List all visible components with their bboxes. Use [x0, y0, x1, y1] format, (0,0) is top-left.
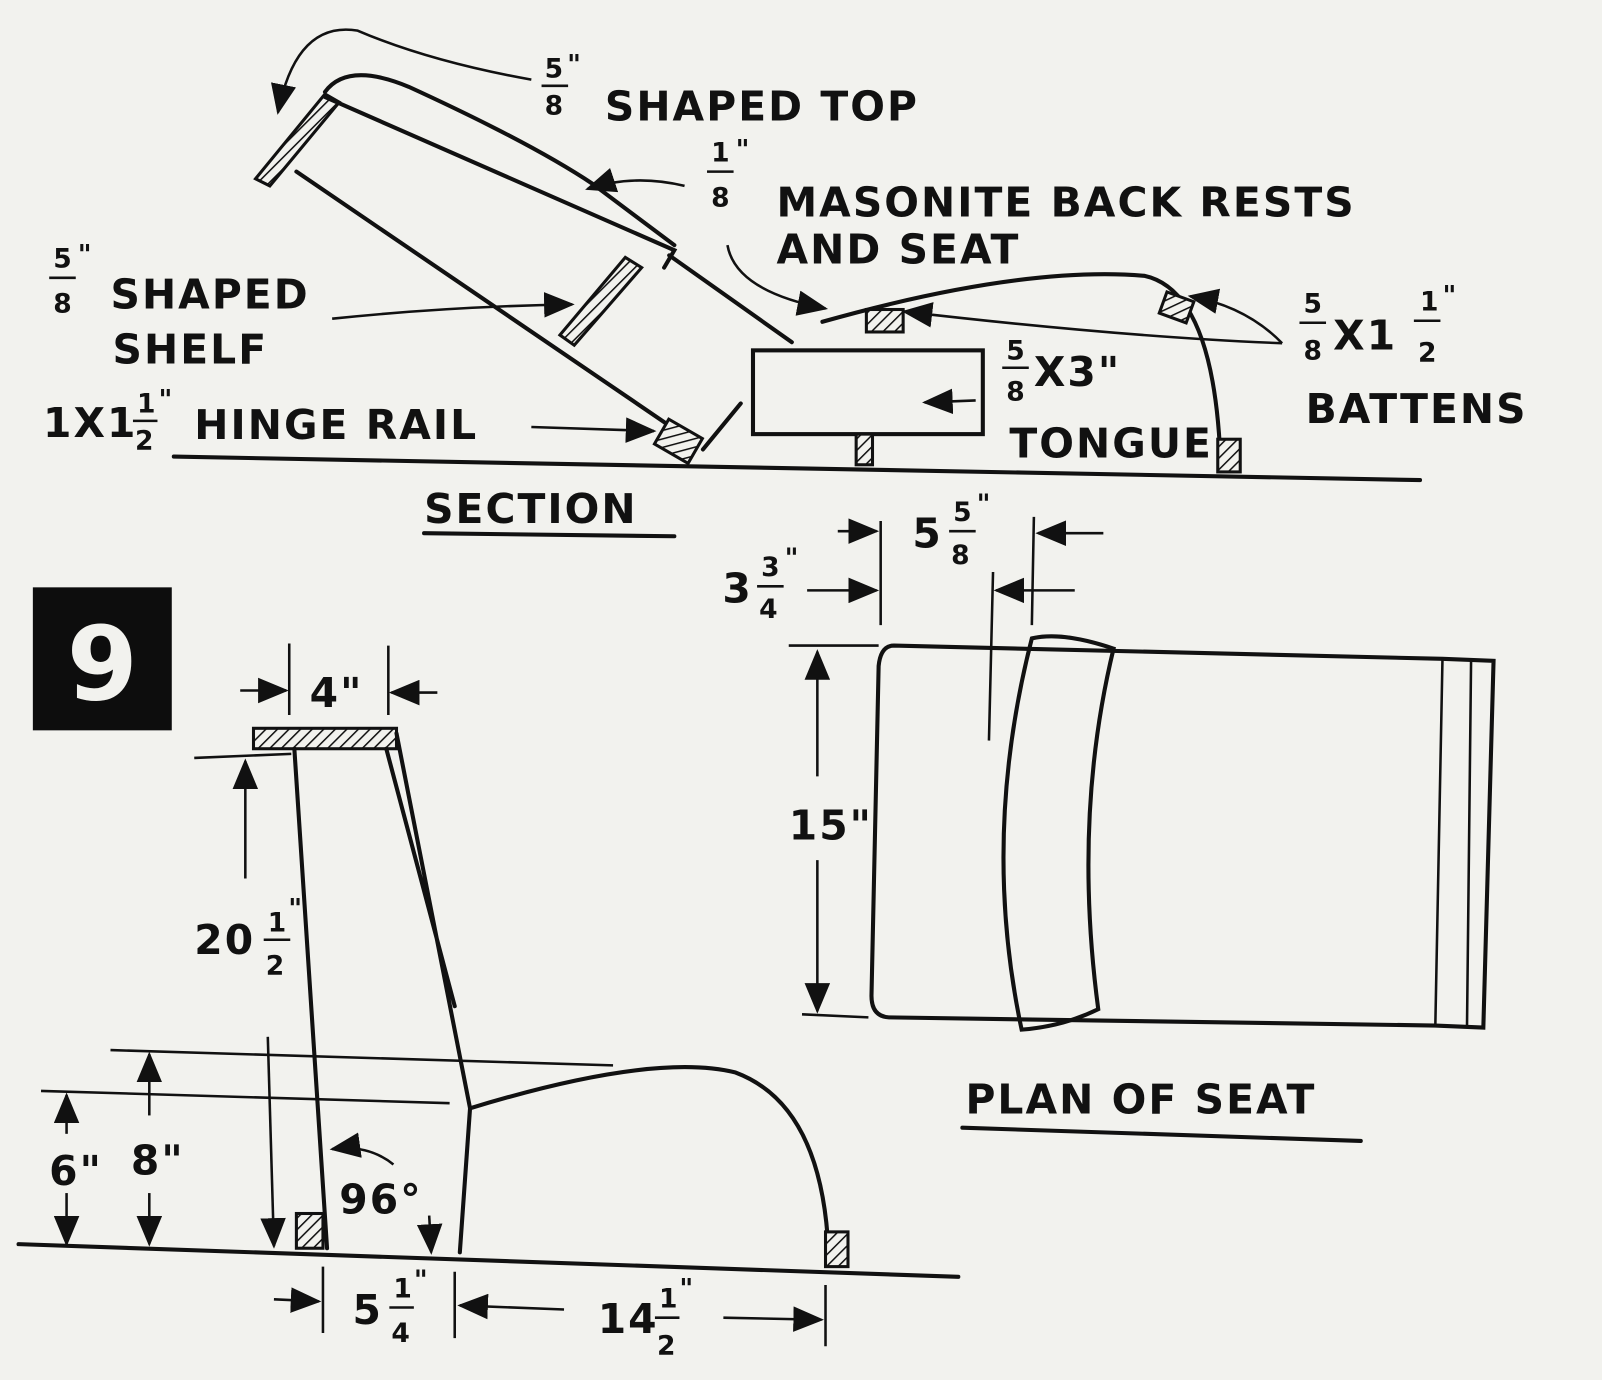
- fraction-den: 4: [759, 594, 777, 625]
- fraction-den: 4: [391, 1318, 409, 1349]
- label-battens: 5 8 X1 1 2 " BATTENS: [1299, 280, 1528, 433]
- fraction-den2: 2: [1418, 338, 1436, 369]
- plan-of-seat: 3 3 4 " 5 5 8 " 15" PLAN OF SEAT: [722, 489, 1496, 1144]
- fraction-num: 1: [659, 1283, 677, 1314]
- rear-post: [1216, 437, 1242, 474]
- unit: ": [78, 240, 92, 271]
- fraction-den: 8: [951, 540, 969, 571]
- plan-title-underline: [960, 1125, 1363, 1144]
- fraction-num: 5: [53, 244, 71, 275]
- fraction-den: 8: [1304, 336, 1322, 367]
- label-text: TONGUE: [1009, 420, 1213, 468]
- seat-outline: [869, 643, 1496, 1030]
- section-title: SECTION: [424, 485, 638, 533]
- tongue-post: [854, 432, 875, 467]
- fraction-num: 5: [1304, 289, 1322, 320]
- fraction-den: 2: [657, 1330, 675, 1361]
- label-shaped-top: 5 8 " SHAPED TOP: [541, 50, 919, 131]
- fraction-num: 5: [545, 54, 563, 85]
- tongue-box: [750, 348, 985, 437]
- floor-line: [171, 454, 1423, 483]
- fraction-num: 1: [393, 1273, 411, 1304]
- dim-angle: 96°: [339, 1176, 422, 1224]
- dim-seat-front: 6": [49, 1147, 103, 1195]
- front-batten: [823, 1230, 850, 1269]
- label-text: SHAPED TOP: [605, 83, 919, 131]
- section-title-underline: [422, 531, 677, 539]
- label-size: X3": [1034, 348, 1121, 396]
- rear-batten: [294, 1211, 325, 1250]
- fraction-den: 8: [545, 90, 563, 121]
- label-size: X1: [1333, 311, 1397, 359]
- fraction-num: 3: [761, 552, 779, 583]
- fraction-num: 1: [711, 137, 729, 168]
- fraction-num: 1: [137, 389, 155, 420]
- whole: 20: [194, 916, 255, 964]
- unit: ": [679, 1273, 693, 1304]
- fraction-num2: 1: [1420, 287, 1438, 318]
- dim-height: 20 1 2 ": [194, 893, 302, 981]
- dim-band: 5 5 8 ": [912, 489, 990, 571]
- seat-curve: [468, 1065, 830, 1239]
- backrest-outline: [294, 94, 794, 452]
- dim-base-seat: 14 1 2 ": [598, 1273, 694, 1361]
- dim-seat-rear: 8": [131, 1137, 185, 1185]
- whole: 14: [598, 1295, 659, 1343]
- unit: ": [414, 1265, 428, 1296]
- fraction-num: 5: [1006, 336, 1024, 367]
- fraction-den: 2: [135, 425, 153, 456]
- fraction-den: 8: [1006, 376, 1024, 407]
- label-text: HINGE RAIL: [194, 401, 478, 449]
- label-hinge-rail: 1X1 1 2 " HINGE RAIL: [43, 385, 478, 457]
- unit: ": [567, 50, 581, 81]
- hinge-rail-block: [652, 417, 705, 466]
- fraction-den: 2: [266, 950, 284, 981]
- back-outline: [292, 731, 473, 1255]
- batten-front: [864, 307, 905, 334]
- unit: ": [288, 893, 302, 924]
- rear-battens: [1434, 658, 1473, 1027]
- dim-top-width: 4": [310, 669, 364, 717]
- whole: 5: [912, 510, 942, 558]
- label-line1: MASONITE BACK RESTS: [776, 179, 1355, 227]
- whole: 5: [353, 1286, 383, 1334]
- fraction-num: 1: [268, 908, 286, 939]
- front-roll: [1001, 634, 1116, 1032]
- label-shaped-shelf: 5 8 " SHAPED SHELF: [49, 240, 309, 374]
- unit: ": [158, 385, 172, 416]
- floor-line: [16, 1242, 961, 1279]
- label-line1: SHAPED: [110, 270, 309, 318]
- side-elevation: 4" 20 1 2 " 6" 8" 96° 5 1 4 ": [16, 643, 961, 1361]
- shelf-block: [557, 255, 644, 348]
- dim-width: 15": [789, 802, 873, 850]
- fraction-den: 8: [53, 289, 71, 320]
- fraction-num: 5: [953, 497, 971, 528]
- label-text: BATTENS: [1306, 385, 1528, 433]
- dim-base-back: 5 1 4 ": [353, 1265, 428, 1349]
- plan-title: PLAN OF SEAT: [965, 1075, 1316, 1123]
- unit: ": [977, 489, 991, 520]
- label-tongue: 5 8 X3" TONGUE: [1002, 336, 1213, 468]
- label-prefix: 1X1: [43, 399, 137, 447]
- label-line2: SHELF: [113, 326, 269, 374]
- fraction-den: 8: [711, 182, 729, 213]
- section-view: 5 8 " SHAPED TOP 1 8 " MASONITE BACK RES…: [43, 28, 1528, 539]
- whole: 3: [722, 565, 752, 613]
- shaped-top-curve: [322, 73, 677, 248]
- unit: ": [1442, 280, 1456, 311]
- batten-rear: [1157, 289, 1196, 325]
- top-cap: [251, 726, 399, 751]
- label-line2: AND SEAT: [776, 226, 1020, 274]
- dim-offset: 3 3 4 ": [722, 543, 798, 625]
- label-masonite: 1 8 " MASONITE BACK RESTS AND SEAT: [707, 134, 1355, 274]
- figure-number-badge: 9: [32, 587, 172, 731]
- figure-number: 9: [67, 606, 138, 725]
- seat-curve: [820, 272, 1223, 472]
- unit: ": [736, 134, 750, 165]
- unit: ": [785, 543, 799, 574]
